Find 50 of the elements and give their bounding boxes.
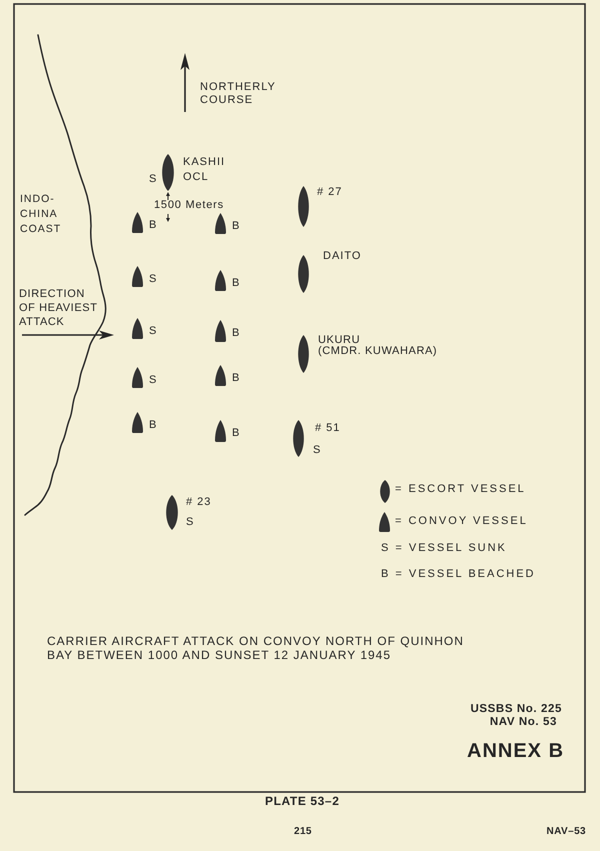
convoy-vessel-marker [132, 412, 142, 433]
document-number: NAV No. 53 [490, 715, 557, 730]
convoy-vessel-marker [132, 212, 142, 233]
status-letter: B [232, 426, 240, 440]
distance-label: 1500 Meters [154, 198, 224, 212]
convoy-vessel-marker [132, 367, 142, 388]
map-title: CARRIER AIRCRAFT ATTACK ON CONVOY NORTH OF QUINHON BAY BETWEEN 1000 AND SUNSET 12 JANUARY 1945 [47, 634, 464, 662]
escort-vessel-marker [298, 186, 308, 227]
vessel-name: DAITO [323, 250, 362, 263]
status-letter: S [149, 172, 158, 186]
escort-vessel-marker [292, 420, 304, 457]
vessel-name: # 51 [315, 422, 340, 435]
vessel-name: # 23 [186, 496, 212, 509]
vessel-name: # 27 [317, 186, 342, 199]
status-letter: S [149, 374, 158, 387]
status-letter: B [232, 326, 240, 340]
escort-vessel-marker [298, 255, 308, 293]
convoy-vessel-marker [214, 365, 226, 386]
annex-label: ANNEX B [467, 740, 564, 762]
status-letter: B [149, 418, 158, 432]
legend-text: S = VESSEL SUNK [381, 542, 507, 555]
direction-label: DIRECTION OF HEAVIEST ATTACK [19, 287, 98, 330]
status-letter: S [186, 516, 194, 529]
escort-vessel-marker [166, 495, 178, 530]
convoy-vessel-marker [214, 320, 226, 342]
status-letter: B [149, 218, 158, 232]
page-reference: NAV–53 [546, 826, 586, 838]
status-letter: B [232, 276, 240, 290]
escort-vessel-marker [298, 335, 308, 373]
direction-label: NORTHERLY COURSE [200, 80, 276, 107]
convoy-vessel-marker [214, 213, 226, 234]
plate-caption: PLATE 53–2 [265, 794, 340, 808]
convoy-vessel-marker [132, 318, 142, 339]
vessel-name: UKURU (CMDR. KUWAHARA) [318, 334, 438, 357]
convoy-vessel-marker [214, 270, 226, 291]
convoy-vessel-marker [214, 420, 226, 442]
status-letter: S [149, 272, 158, 286]
place-label: INDO-CHINA COAST [20, 192, 62, 237]
escort-vessel-marker [162, 154, 174, 191]
vessel-name: KASHII OCL [183, 154, 226, 185]
status-letter: B [232, 372, 240, 385]
status-letter: S [313, 444, 322, 457]
convoy-vessel-marker [132, 266, 142, 287]
legend-text: = CONVOY VESSEL [395, 514, 528, 528]
status-letter: S [149, 324, 158, 338]
document-number: USSBS No. 225 [470, 702, 562, 716]
status-letter: B [232, 220, 240, 233]
page-number: 215 [294, 826, 312, 838]
legend-text: = ESCORT VESSEL [395, 482, 526, 496]
legend-text: B = VESSEL BEACHED [381, 568, 536, 581]
